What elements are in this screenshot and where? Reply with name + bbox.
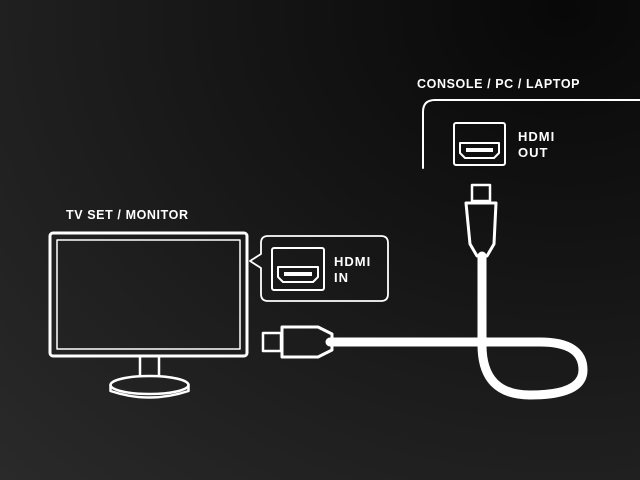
hdmi-port-icon bbox=[277, 266, 319, 283]
plug-tip bbox=[470, 183, 492, 203]
plug-body bbox=[280, 325, 334, 359]
monitor-screen bbox=[56, 239, 241, 350]
hdmi-out-port: HDMI OUT bbox=[453, 122, 560, 166]
display-device-label: TV SET / MONITOR bbox=[66, 208, 189, 222]
source-device-label: CONSOLE / PC / LAPTOP bbox=[417, 77, 580, 91]
hdmi-plug-icon bbox=[261, 325, 334, 359]
hdmi-in-label-line1: HDMI bbox=[334, 254, 371, 269]
hdmi-cable bbox=[261, 183, 588, 400]
hdmi-in-label: HDMI IN bbox=[334, 254, 376, 285]
monitor-stand-base bbox=[109, 383, 190, 399]
monitor-neck bbox=[138, 355, 161, 378]
source-device-outline bbox=[422, 99, 640, 169]
monitor-stand-top bbox=[109, 374, 190, 396]
plug-body bbox=[464, 201, 498, 258]
hdmi-out-label-line1: HDMI bbox=[518, 129, 555, 144]
hdmi-port-pins bbox=[284, 272, 312, 276]
hdmi-in-label-line2: IN bbox=[334, 270, 349, 285]
source-device: CONSOLE / PC / LAPTOP HDMI OUT bbox=[417, 77, 640, 169]
monitor-icon bbox=[48, 231, 249, 399]
hdmi-plug-icon bbox=[464, 183, 498, 258]
callout-bubble bbox=[249, 235, 389, 302]
hdmi-port-icon bbox=[459, 142, 500, 159]
hdmi-out-label: HDMI OUT bbox=[518, 129, 560, 160]
hdmi-in-callout: HDMI IN bbox=[249, 235, 389, 302]
plug-tip bbox=[261, 331, 283, 353]
hdmi-port-pins bbox=[466, 148, 493, 152]
monitor-bezel bbox=[48, 231, 249, 358]
hdmi-port-frame bbox=[271, 247, 325, 291]
display-device: TV SET / MONITOR HDMI IN bbox=[48, 208, 389, 399]
cable-outer bbox=[325, 251, 588, 400]
hdmi-port-frame bbox=[453, 122, 506, 166]
cable-inner bbox=[332, 258, 585, 397]
hdmi-out-label-line2: OUT bbox=[518, 145, 548, 160]
